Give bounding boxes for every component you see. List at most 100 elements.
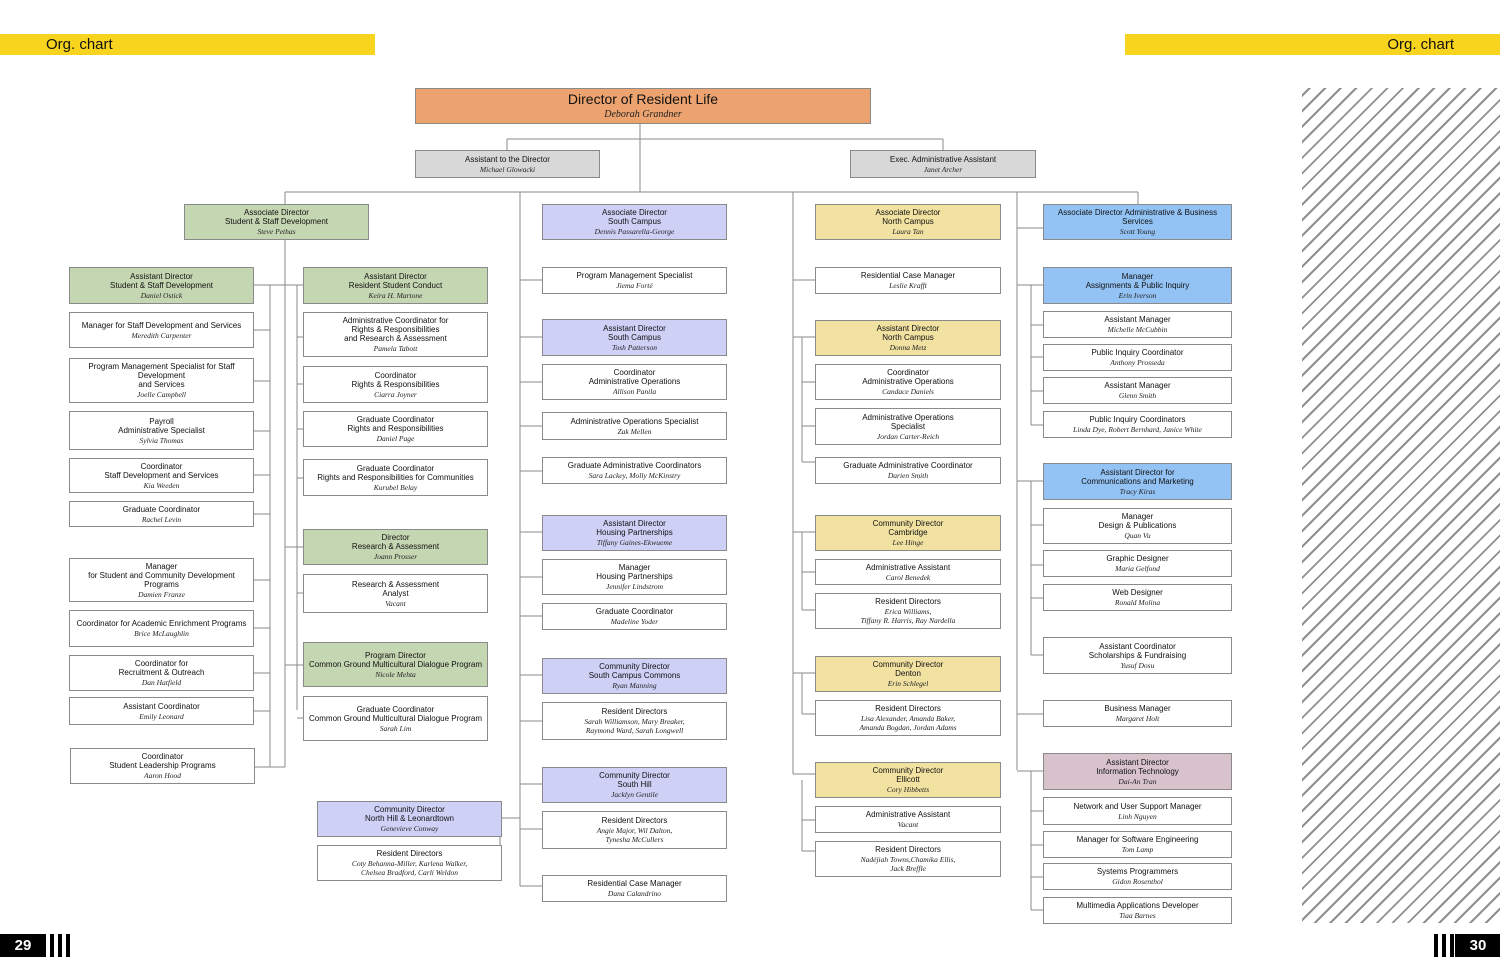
box-name: Dana Calandrino xyxy=(607,889,662,898)
box-name: Donna Metz xyxy=(889,343,927,352)
box-name: Erin Schlegel xyxy=(887,679,929,688)
box-name: Michelle McCubbin xyxy=(1107,325,1168,334)
assistant-to-director-name: Michael Glowacki xyxy=(479,164,536,174)
box-name: Tom Lamp xyxy=(1121,845,1154,854)
box-title: Associate Director Administrative & Busi… xyxy=(1057,208,1218,226)
org-box-col1a-1: Manager for Staff Development and Servic… xyxy=(69,312,254,348)
box-title: Public Inquiry Coordinator xyxy=(1091,348,1184,357)
box-title: Graduate Coordinator xyxy=(595,607,674,616)
box-name: Laura Tan xyxy=(892,227,924,236)
box-title: Resident Directors xyxy=(601,707,668,716)
box-name: Darien Smith xyxy=(887,471,929,480)
box-name: Meredith Carpenter xyxy=(131,330,192,340)
left-header-title: Org. chart xyxy=(46,36,113,53)
right-header-bar: Org. chart xyxy=(1125,34,1500,55)
box-name: Jacklyn Gentile xyxy=(611,790,658,799)
box-title: Resident Directors xyxy=(376,849,443,858)
box-name: Kia Weeden xyxy=(143,480,180,490)
box-name: Nadéjiah Towns,Chamika Ellis,Jack Breffl… xyxy=(860,855,956,873)
box-name: Erica Williams,Tiffany R. Harris, Ray Na… xyxy=(860,607,956,625)
box-name: Vacant xyxy=(897,820,919,829)
exec-admin-assistant-box: Exec. Administrative Assistant Janet Arc… xyxy=(850,150,1036,178)
box-name: Nicole Mehta xyxy=(375,669,416,679)
box-name: Cory Hibbetts xyxy=(886,785,930,794)
left-page-number: 29 xyxy=(0,934,46,957)
box-name: Ciarra Joyner xyxy=(374,389,417,399)
box-title: Residential Case Manager xyxy=(587,879,682,888)
box-name: Leslie Krafft xyxy=(889,281,927,290)
box-name: Kurubel Belay xyxy=(373,482,418,492)
box-name: Genevieve Conway xyxy=(380,824,439,833)
box-title: Network and User Support Manager xyxy=(1073,801,1202,811)
box-name: Dennis Passarella-George xyxy=(594,227,675,236)
box-name: Carol Benedek xyxy=(885,572,931,582)
assistant-to-director-box: Assistant to the Director Michael Glowac… xyxy=(415,150,600,178)
box-name: Candace Daniels xyxy=(882,387,934,396)
box-name: Sara Lackey, Molly McKinstry xyxy=(588,471,681,480)
box-title: Resident Directors xyxy=(601,816,668,825)
box-name: Damien Franze xyxy=(138,589,185,599)
box-title: Residential Case Manager xyxy=(860,271,956,280)
box-title: Multimedia Applications Developer xyxy=(1076,901,1199,910)
box-name: Aaron Hood xyxy=(143,771,181,780)
box-name: Glenn Smith xyxy=(1118,391,1157,400)
box-name: Ryan Manning xyxy=(612,681,657,690)
box-name: Vacant xyxy=(385,598,406,608)
assoc-director-admin-business-box: Associate Director Administrative & Busi… xyxy=(1043,204,1232,240)
box-name: Sarah Lim xyxy=(379,723,412,733)
diagonal-stripe-decoration xyxy=(1302,88,1500,923)
exec-admin-assistant-title: Exec. Administrative Assistant xyxy=(889,154,997,164)
box-name: Daniel Page xyxy=(376,434,415,443)
